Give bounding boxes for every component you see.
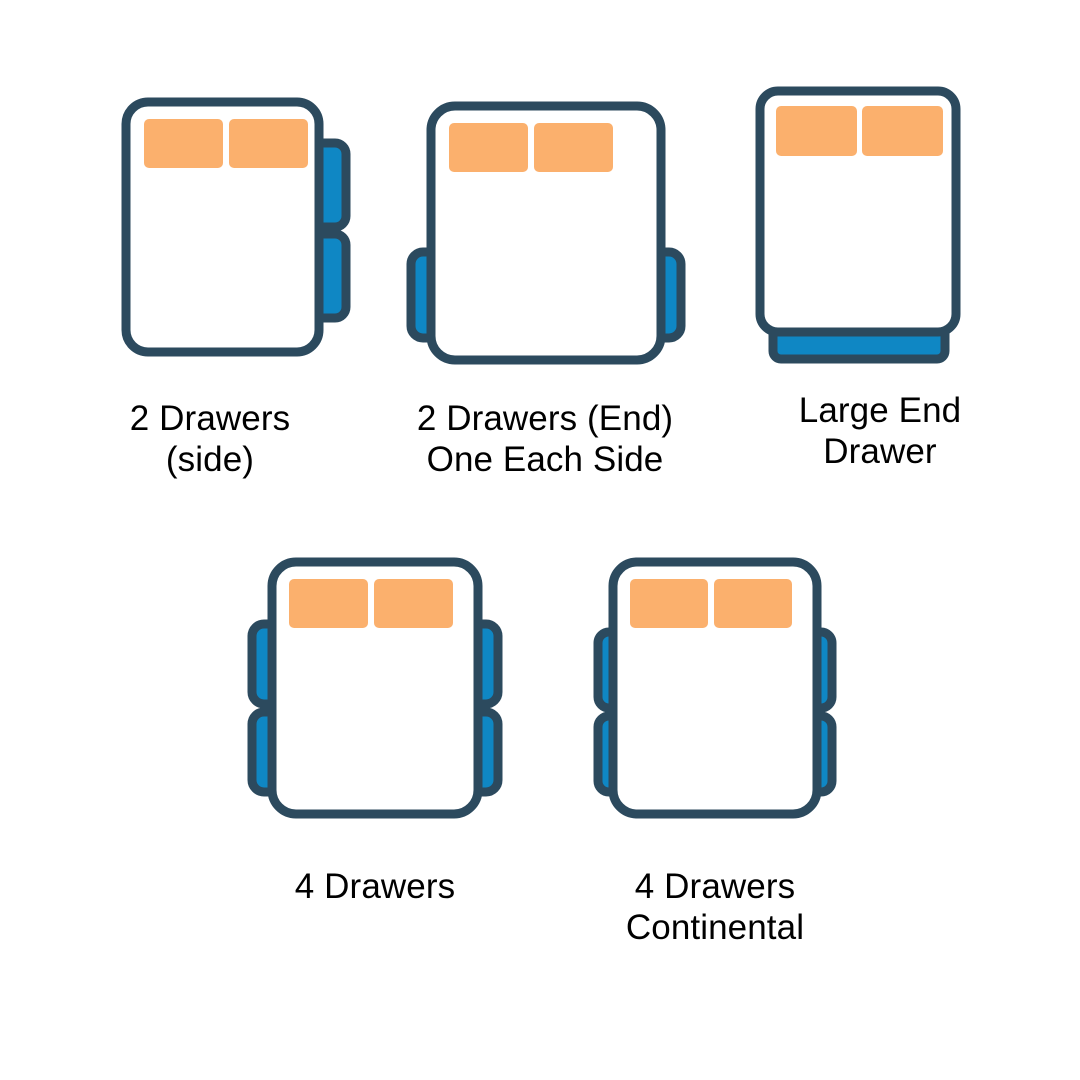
bed-four-drawers-icon xyxy=(247,557,503,819)
pillow-right xyxy=(374,579,453,628)
bed-option-four-drawers[interactable]: 4 Drawers xyxy=(205,548,545,907)
pillow-group xyxy=(449,123,613,172)
bed-large-end-drawer-icon xyxy=(755,86,961,364)
pillow-left xyxy=(289,579,368,628)
pillow-right xyxy=(714,579,792,628)
pillow-group xyxy=(144,119,308,168)
bed-option-caption: 2 Drawers (side) xyxy=(129,399,291,480)
pillow-right xyxy=(862,106,943,156)
bed-option-two-drawers-end[interactable]: 2 Drawers (End) One Each Side xyxy=(375,86,715,481)
bed-option-large-end-drawer[interactable]: Large End Drawer xyxy=(715,76,1045,473)
bed-four-drawers-continental-icon xyxy=(593,557,837,819)
pillow-group xyxy=(630,579,792,628)
bed-two-drawers-end-icon xyxy=(406,101,686,365)
bed-option-two-drawers-side[interactable]: 2 Drawers (side) xyxy=(40,86,380,481)
pillow-left xyxy=(776,106,857,156)
bed-option-caption: 4 Drawers Continental xyxy=(625,867,805,948)
bed-two-drawers-side-icon xyxy=(121,97,351,357)
bed-option-caption: Large End Drawer xyxy=(798,391,962,472)
bed-option-four-drawers-continental[interactable]: 4 Drawers Continental xyxy=(545,548,885,949)
pillow-group xyxy=(289,579,453,628)
pillow-right xyxy=(229,119,308,168)
bed-option-caption: 2 Drawers (End) One Each Side xyxy=(416,399,674,480)
pillow-left xyxy=(144,119,223,168)
pillow-left xyxy=(630,579,708,628)
pillow-left xyxy=(449,123,528,172)
pillow-group xyxy=(776,106,943,156)
bed-option-caption: 4 Drawers xyxy=(294,867,456,906)
pillow-right xyxy=(534,123,613,172)
